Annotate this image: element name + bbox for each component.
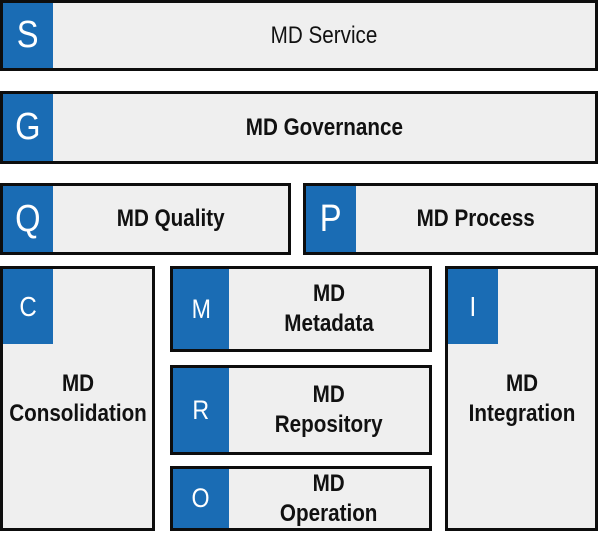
md-governance-label: MD Governance (245, 113, 403, 141)
md-process-box: P MD Process (303, 183, 598, 255)
md-metadata-tab: M (173, 269, 229, 349)
md-operation-box: O MD Operation (170, 466, 432, 531)
md-metadata-tab-letter: M (191, 293, 211, 324)
md-governance-tab-letter: G (15, 106, 41, 148)
md-service-box: S MD Service (0, 0, 598, 71)
md-integration-box: I MD Integration (445, 266, 598, 531)
md-operation-tab-letter: O (191, 483, 211, 513)
md-service-label: MD Service (270, 21, 378, 49)
md-quality-tab: Q (3, 186, 53, 252)
md-metadata-box: M MD Metadata (170, 266, 432, 352)
md-repository-tab: R (173, 368, 229, 452)
md-governance-tab: G (3, 94, 53, 161)
md-metadata-label: MD Metadata (284, 280, 374, 337)
md-integration-tab: I (448, 269, 498, 344)
md-service-tab-letter: S (17, 14, 39, 56)
md-quality-label: MD Quality (116, 205, 225, 232)
md-consolidation-label: MD Consolidation (8, 369, 147, 427)
md-consolidation-tab: C (3, 269, 53, 344)
md-integration-tab-letter: I (469, 290, 477, 322)
md-process-tab: P (306, 186, 356, 252)
md-quality-box: Q MD Quality (0, 183, 291, 255)
md-repository-tab-letter: R (192, 394, 210, 425)
md-consolidation-box: C MD Consolidation (0, 266, 155, 531)
md-operation-label: MD Operation (280, 469, 378, 527)
md-integration-label: MD Integration (468, 369, 575, 427)
md-operation-tab: O (173, 469, 229, 528)
md-governance-box: G MD Governance (0, 91, 598, 164)
md-service-tab: S (3, 3, 53, 68)
md-consolidation-tab-letter: C (19, 290, 37, 322)
md-quality-tab-letter: Q (15, 197, 41, 240)
md-process-label: MD Process (416, 205, 535, 232)
md-repository-box: R MD Repository (170, 365, 432, 455)
md-process-tab-letter: P (320, 197, 342, 240)
md-repository-label: MD Repository (275, 381, 383, 438)
